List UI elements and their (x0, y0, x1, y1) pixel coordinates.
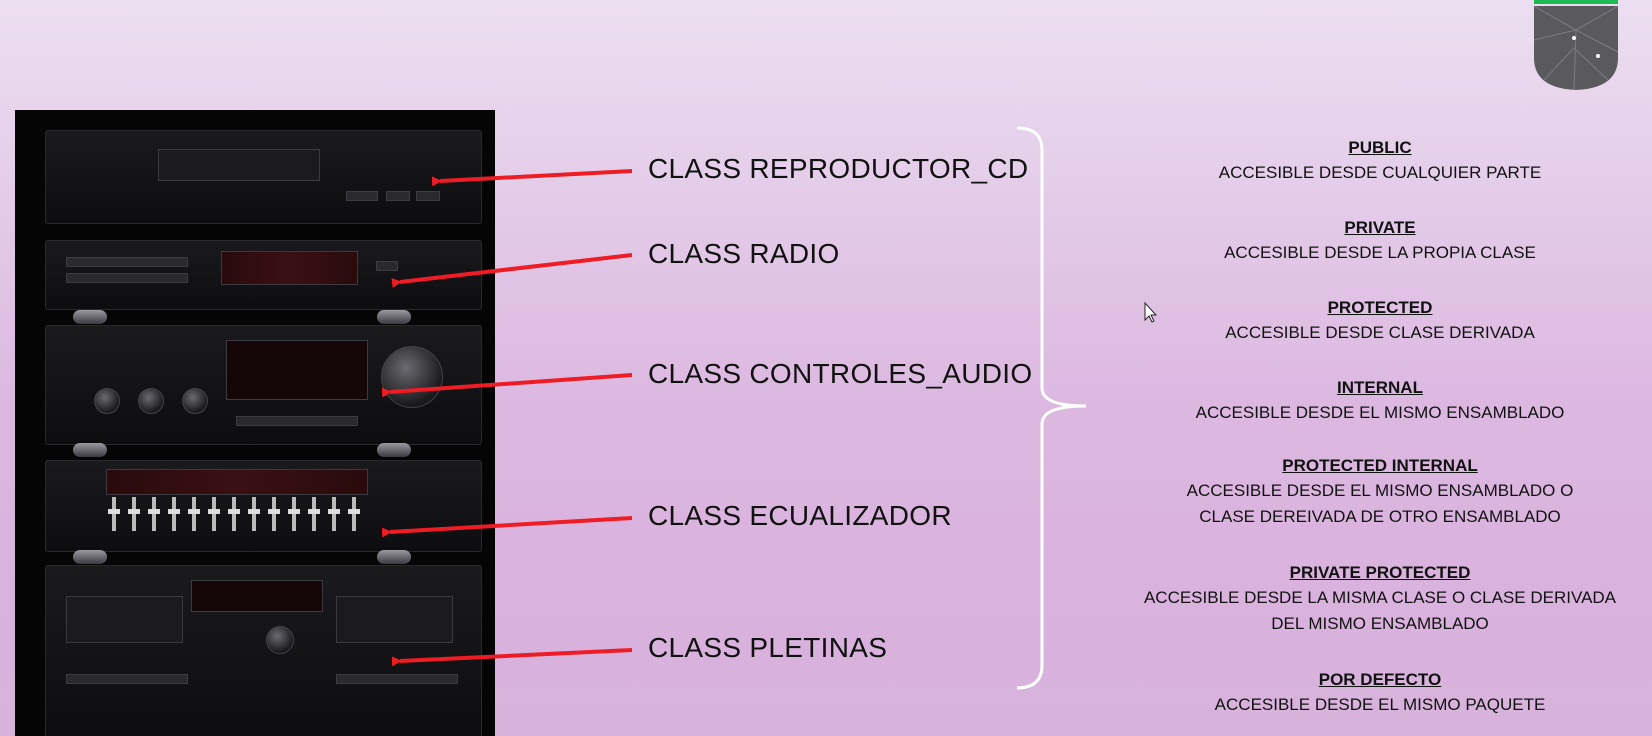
deck-button (66, 674, 188, 684)
arrow-ecualizador (381, 516, 633, 538)
cassette-door (336, 596, 453, 643)
cd-tray (158, 149, 320, 181)
amplifier-unit (45, 325, 482, 445)
treble-knob (138, 388, 164, 414)
modifier-private-protected: PRIVATE PROTECTED ACCESIBLE DESDE LA MIS… (1130, 561, 1630, 637)
label-reproductor-cd: CLASS REPRODUCTOR_CD (648, 153, 1029, 184)
modifier-protected-internal: PROTECTED INTERNAL ACCESIBLE DESDE EL MI… (1130, 454, 1630, 530)
modifier-title: PROTECTED INTERNAL (1282, 456, 1478, 475)
bass-knob (94, 388, 120, 414)
unit-foot (377, 550, 411, 564)
modifier-title: PRIVATE (1344, 218, 1416, 237)
modifier-description: ACCESIBLE DESDE EL MISMO ENSAMBLADO (1195, 403, 1565, 422)
cd-button (416, 191, 440, 201)
modifier-description: ACCESIBLE DESDE EL MISMO ENSAMBLADO O (1186, 481, 1574, 500)
hexagon-shield-icon (1534, 0, 1618, 91)
cassette-door (66, 596, 183, 643)
deck-button (336, 674, 458, 684)
amplifier-button (236, 416, 358, 426)
radio-unit (45, 240, 482, 310)
label-controles-audio: CLASS CONTROLES_AUDIO (648, 358, 1033, 389)
curly-brace (1016, 126, 1087, 690)
unit-foot (377, 443, 411, 457)
arrow-radio (391, 253, 633, 288)
label-pletinas: CLASS PLETINAS (648, 632, 888, 663)
modifier-description: ACCESIBLE DESDE LA PROPIA CLASE (1224, 243, 1536, 262)
modifier-description: ACCESIBLE DESDE LA MISMA CLASE O CLASE D… (1143, 588, 1617, 607)
modifier-por-defecto: POR DEFECTO ACCESIBLE DESDE EL MISMO PAQ… (1130, 668, 1630, 718)
equalizer-sliders (108, 475, 368, 535)
modifier-title: PRIVATE PROTECTED (1289, 563, 1471, 582)
cassette-deck-unit (45, 565, 482, 736)
volume-knob (381, 346, 443, 408)
deck-display (191, 580, 323, 612)
modifier-description: ACCESIBLE DESDE EL MISMO PAQUETE (1214, 695, 1546, 714)
modifier-description: ACCESIBLE DESDE CUALQUIER PARTE (1218, 163, 1542, 182)
modifier-public: PUBLIC ACCESIBLE DESDE CUALQUIER PARTE (1130, 136, 1630, 186)
modifier-description: DEL MISMO ENSAMBLADO (1271, 614, 1489, 633)
amplifier-display (226, 340, 368, 400)
arrow-reproductor-cd (431, 169, 633, 187)
arrow-pletinas (391, 648, 633, 667)
unit-foot (73, 443, 107, 457)
unit-foot (73, 550, 107, 564)
modifier-title: INTERNAL (1337, 378, 1423, 397)
radio-button (66, 273, 188, 283)
arrow-controles-audio (381, 373, 633, 398)
cd-button (386, 191, 410, 201)
balance-knob (182, 388, 208, 414)
modifier-title: PUBLIC (1348, 138, 1412, 157)
radio-button (376, 261, 398, 271)
radio-button (66, 257, 188, 267)
mouse-pointer-icon (1144, 301, 1158, 323)
label-radio: CLASS RADIO (648, 238, 840, 269)
label-ecualizador: CLASS ECUALIZADOR (648, 500, 952, 531)
equalizer-display (106, 469, 368, 495)
modifier-description: CLASE DEREIVADA DE OTRO ENSAMBLADO (1199, 507, 1561, 526)
modifier-private: PRIVATE ACCESIBLE DESDE LA PROPIA CLASE (1130, 216, 1630, 266)
modifier-title: PROTECTED (1327, 298, 1433, 317)
modifier-internal: INTERNAL ACCESIBLE DESDE EL MISMO ENSAMB… (1130, 376, 1630, 426)
unit-foot (377, 310, 411, 324)
deck-knob (266, 626, 294, 654)
modifier-protected: PROTECTED ACCESIBLE DESDE CLASE DERIVADA (1130, 296, 1630, 346)
cd-player-unit (45, 130, 482, 224)
equalizer-unit (45, 460, 482, 552)
modifier-description: ACCESIBLE DESDE CLASE DERIVADA (1225, 323, 1535, 342)
modifier-title: POR DEFECTO (1318, 670, 1442, 689)
radio-display (221, 251, 358, 285)
cd-button (346, 191, 378, 201)
stereo-stack-photo (15, 110, 495, 736)
unit-foot (73, 310, 107, 324)
